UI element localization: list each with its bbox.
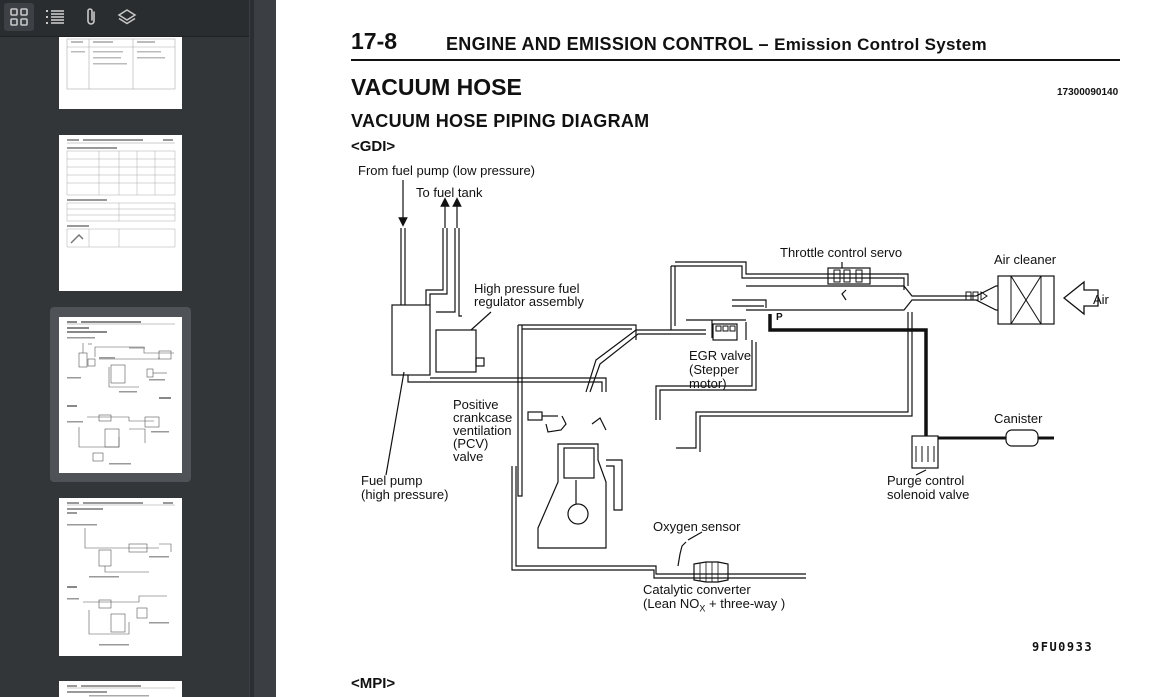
egr-hose (686, 319, 747, 340)
figure-code: 9FU0933 (1032, 640, 1094, 654)
label-catalytic-2-pre: (Lean NO (643, 596, 700, 611)
label-p-port: P (776, 312, 783, 323)
label-canister: Canister (994, 411, 1043, 426)
sub-title: VACUUM HOSE PIPING DIAGRAM (351, 111, 650, 131)
label-hp-regulator-2: regulator assembly (474, 294, 584, 309)
sidebar-toolbar (0, 0, 249, 37)
label-pcv-4: (PCV) (453, 436, 489, 451)
label-egr-2: (Stepper (689, 362, 739, 377)
label-egr-3: motor) (689, 376, 727, 391)
fuel-line-in (400, 228, 406, 305)
label-catalytic-1: Catalytic converter (643, 582, 751, 597)
variant-mpi-label: <MPI> (351, 675, 396, 692)
label-air: Air (1093, 292, 1109, 307)
document-page: 17-8 ENGINE AND EMISSION CONTROL – Emiss… (276, 0, 1176, 697)
page-thumbnail-1[interactable] (59, 37, 182, 109)
layers-icon (117, 9, 137, 25)
label-fuel-pump-hp-1: Fuel pump (361, 473, 423, 488)
label-fuel-pump-hp-2: (high pressure) (361, 487, 449, 502)
outline-view-button[interactable] (40, 3, 70, 31)
engine-block (537, 443, 607, 549)
page-thumbnail-4[interactable] (59, 498, 182, 656)
layers-view-button[interactable] (112, 3, 142, 31)
document-code: 17300090140 (1057, 87, 1119, 98)
label-air-cleaner: Air cleaner (994, 252, 1057, 267)
intake-pipe (746, 285, 998, 311)
vacuum-line-main (430, 377, 607, 392)
section-title: VACUUM HOSE (351, 74, 522, 100)
page-thumbnail-2[interactable] (59, 135, 182, 291)
air-cleaner (997, 275, 1055, 325)
chapter-subtitle: Emission Control System (774, 35, 987, 54)
sidebar-scrollbar[interactable] (250, 0, 254, 697)
label-throttle-servo: Throttle control servo (780, 245, 903, 260)
label-pcv-3: ventilation (453, 423, 512, 438)
label-to-fuel-tank: To fuel tank (416, 185, 483, 200)
chapter-dash: – (758, 34, 769, 54)
fuel-line-return (425, 228, 448, 305)
label-pcv-1: Positive (453, 397, 499, 412)
list-icon (46, 10, 64, 24)
throttle-control-servo (827, 267, 871, 285)
hp-fuel-regulator (435, 329, 477, 373)
vacuum-hose-diagram (385, 180, 1099, 583)
engine-piston (567, 503, 589, 525)
attachments-view-button[interactable] (76, 3, 106, 31)
label-catalytic-2: (Lean NOX + three-way ) (643, 597, 785, 616)
thumbnail-view-button[interactable] (4, 3, 34, 31)
label-catalytic-2-post: + three-way ) (705, 596, 786, 611)
vacuum-hose-to-servo (670, 261, 909, 330)
page-thumbnail-5[interactable] (59, 681, 182, 697)
thumbnail-sidebar (0, 0, 249, 697)
catalytic-converter (693, 561, 729, 583)
label-egr-1: EGR valve (689, 348, 752, 363)
canister (1005, 429, 1039, 447)
label-purge-1: Purge control (887, 473, 965, 488)
label-pcv-5: valve (453, 449, 484, 464)
fuel-pump-high-pressure (391, 304, 431, 376)
grid-icon (10, 8, 28, 26)
label-purge-2: solenoid valve (887, 487, 970, 502)
purge-control-solenoid (911, 435, 939, 469)
label-oxygen-sensor: Oxygen sensor (653, 519, 741, 534)
thumbnail-list (0, 37, 249, 697)
label-pcv-2: crankcase (453, 410, 513, 425)
vacuum-hose-return (676, 312, 913, 452)
egr-valve (712, 323, 738, 341)
header-rule (351, 59, 1120, 61)
air-inlet-arrow (1062, 280, 1099, 316)
vacuum-hose-to-purge (768, 314, 928, 436)
label-catalytic-2-sub: X (699, 603, 706, 614)
label-hp-regulator-1: High pressure fuel (474, 281, 580, 296)
chapter-header: ENGINE AND EMISSION CONTROL – Emission C… (446, 34, 987, 55)
chapter-title: ENGINE AND EMISSION CONTROL (446, 34, 754, 54)
paperclip-icon (87, 8, 95, 25)
pcv-valve (527, 411, 543, 421)
label-from-fuel-pump: From fuel pump (low pressure) (358, 163, 535, 178)
oxygen-sensor (677, 541, 687, 567)
variant-gdi-label: <GDI> (351, 138, 396, 155)
page-number: 17-8 (351, 28, 398, 54)
page-thumbnail-3-current[interactable] (59, 317, 182, 473)
